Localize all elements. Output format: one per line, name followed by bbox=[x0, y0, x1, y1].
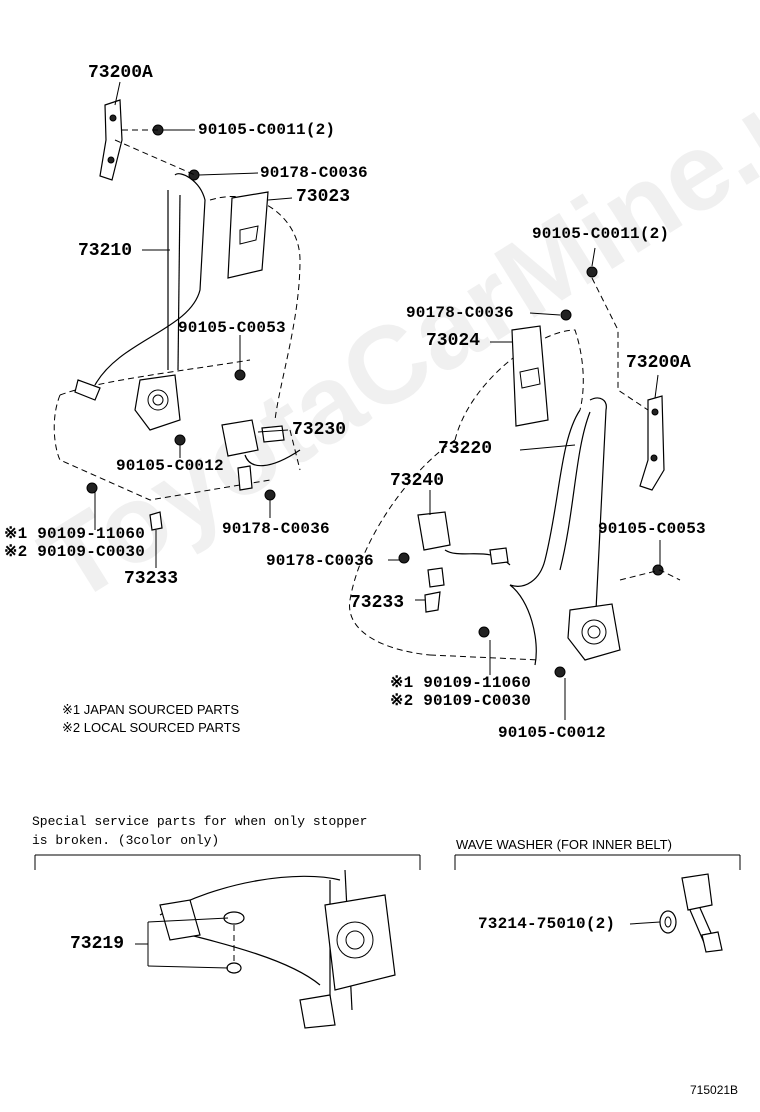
note-japan-sourced: ※1 JAPAN SOURCED PARTS bbox=[62, 702, 240, 717]
wave-washer-drawing bbox=[629, 873, 723, 953]
special-service-text-line1: Special service parts for when only stop… bbox=[32, 814, 368, 829]
right-bolts bbox=[398, 266, 664, 678]
label-73214-75010: 73214-75010(2) bbox=[478, 915, 616, 933]
special-service-bracket bbox=[34, 854, 421, 870]
label-90178-C0036-bottom-left: 90178-C0036 bbox=[222, 520, 330, 538]
label-73219: 73219 bbox=[70, 934, 125, 954]
left-leader-lines bbox=[94, 81, 293, 568]
label-73240: 73240 bbox=[390, 471, 445, 491]
right-leader-lines bbox=[388, 247, 681, 720]
label-90105-C0053-right: 90105-C0053 bbox=[598, 520, 706, 538]
left-pillar-trim-73023 bbox=[227, 191, 269, 279]
wave-washer-title: WAVE WASHER (FOR INNER BELT) bbox=[456, 837, 672, 852]
note-local-sourced: ※2 LOCAL SOURCED PARTS bbox=[62, 720, 241, 735]
label-90105-C0011-left: 90105-C0011(2) bbox=[198, 121, 336, 139]
label-90109-C0030-right: ※2 90109-C0030 bbox=[390, 692, 532, 710]
left-buckle-73230 bbox=[221, 419, 301, 491]
label-90105-C0053-left: 90105-C0053 bbox=[178, 319, 286, 337]
label-73200A-left: 73200A bbox=[88, 63, 153, 83]
label-90105-C0012-left: 90105-C0012 bbox=[116, 457, 224, 475]
label-90109-11060-left: ※1 90109-11060 bbox=[4, 525, 146, 543]
right-shoulder-anchor-73200A bbox=[639, 395, 665, 491]
label-90105-C0011-right: 90105-C0011(2) bbox=[532, 225, 670, 243]
right-pillar-trim-73024 bbox=[511, 325, 549, 427]
figure-id: 715021B bbox=[690, 1083, 739, 1097]
label-73024: 73024 bbox=[426, 331, 481, 351]
left-belt-73210 bbox=[74, 173, 206, 401]
label-73220: 73220 bbox=[438, 439, 493, 459]
special-service-text-line2: is broken. (3color only) bbox=[32, 833, 220, 848]
right-seat-outline bbox=[349, 329, 584, 661]
label-90109-C0030-left: ※2 90109-C0030 bbox=[4, 543, 146, 561]
label-90178-C0036-mid-right: 90178-C0036 bbox=[266, 552, 374, 570]
label-73233-right: 73233 bbox=[350, 593, 405, 613]
label-90105-C0012-right: 90105-C0012 bbox=[498, 724, 606, 742]
label-73023: 73023 bbox=[296, 187, 351, 207]
label-73210: 73210 bbox=[78, 241, 133, 261]
label-73200A-right: 73200A bbox=[626, 353, 691, 373]
label-73230: 73230 bbox=[292, 420, 347, 440]
right-retractor bbox=[567, 603, 621, 661]
special-service-drawing bbox=[135, 869, 396, 1029]
label-90109-11060-right: ※1 90109-11060 bbox=[390, 674, 532, 692]
label-73233-left: 73233 bbox=[124, 569, 179, 589]
left-shoulder-anchor-73200A bbox=[99, 99, 123, 181]
right-belt-73220 bbox=[509, 397, 607, 666]
left-retractor bbox=[134, 374, 181, 431]
left-bolts bbox=[86, 124, 276, 531]
wave-washer-bracket bbox=[454, 854, 741, 870]
label-90178-C0036-top-right: 90178-C0036 bbox=[406, 304, 514, 322]
right-buckle-73240 bbox=[417, 511, 511, 588]
label-90178-C0036-top-left: 90178-C0036 bbox=[260, 164, 368, 182]
